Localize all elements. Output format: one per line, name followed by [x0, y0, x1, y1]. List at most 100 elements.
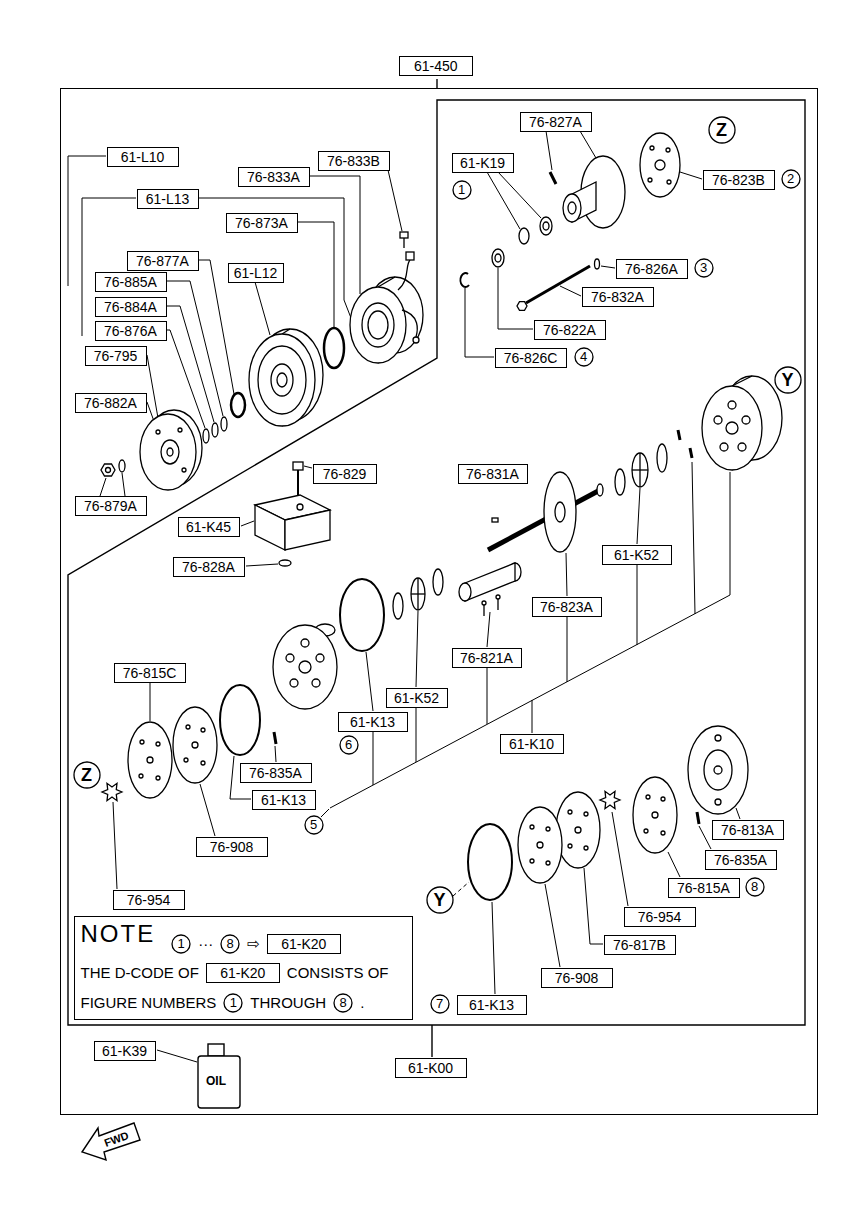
part-code-box: 61-K10 [500, 734, 564, 754]
valve-part [715, 799, 721, 805]
callout-number: 8 [333, 993, 353, 1013]
front-head-part [495, 254, 501, 262]
reference-letter: Y [426, 886, 454, 914]
valve-part [156, 742, 160, 746]
compressor-part [690, 448, 692, 458]
leader-line [246, 564, 278, 566]
leader-line [100, 478, 106, 496]
part-code-box: 61-L12 [228, 263, 284, 283]
callout-number-text: 3 [700, 261, 707, 274]
leader-line [167, 306, 214, 422]
part-code: 76-827A [529, 115, 582, 129]
compressor-part [301, 639, 309, 647]
oil-can [208, 1044, 224, 1056]
part-code-box: 76-832A [582, 287, 654, 307]
part-code-box: 76-954 [624, 907, 696, 927]
callout-number: 1 [452, 180, 472, 200]
part-code: 61-K20 [220, 966, 265, 980]
callout-number: 2 [781, 169, 801, 189]
part-code-box: 76-795 [85, 346, 147, 366]
front-head-part [667, 180, 671, 184]
valve-part [661, 831, 665, 835]
leader-line [465, 288, 494, 357]
part-code-box: 76-873A [226, 213, 298, 233]
compressor-part [340, 579, 384, 651]
assembly-code: 61-450 [399, 56, 473, 76]
callout-number: 5 [304, 815, 324, 835]
clutch-part [167, 448, 173, 456]
part-code-box: 76-879A [75, 496, 147, 516]
callout-circle [695, 259, 713, 277]
valve-part [537, 842, 543, 848]
part-code: 76-835A [249, 766, 302, 780]
forward-arrow [82, 1123, 140, 1160]
compressor-part [459, 583, 471, 601]
part-code: 61-K45 [186, 520, 231, 534]
front-head-part [563, 194, 581, 222]
front-head-part [648, 178, 652, 182]
clutch-part [178, 428, 182, 432]
note-text: ⇨ [247, 935, 260, 953]
front-head-part [540, 217, 552, 235]
valve-part [704, 750, 732, 790]
valve-part [646, 795, 650, 799]
leader-line [255, 282, 270, 335]
part-code: 61-K10 [509, 737, 554, 751]
leader-line [637, 564, 638, 645]
leader-line [560, 286, 581, 296]
callout-circle [453, 181, 471, 199]
part-code: 76-826C [504, 351, 558, 365]
front-head-part [526, 266, 590, 303]
part-code-box: 61-K45 [178, 517, 240, 537]
callout-circle [334, 994, 352, 1012]
leader-line [601, 266, 615, 268]
part-code: 76-823A [540, 600, 593, 614]
valve-part [173, 707, 217, 783]
compressor-part [726, 422, 738, 434]
leader-line [612, 812, 628, 906]
compressor-part [728, 401, 736, 409]
part-code: 61-K13 [469, 998, 514, 1012]
front-head-part [650, 146, 654, 150]
clutch-part [161, 440, 179, 464]
note-box: NOTE···⇨THE D-CODE OFCONSISTS OFFIGURE N… [74, 916, 413, 1020]
part-code-box: 61-K19 [452, 153, 514, 173]
callout-circle [427, 887, 453, 913]
valve-part [584, 812, 588, 816]
compressor-part [465, 563, 515, 601]
reference-letter-text: Z [81, 766, 92, 784]
valve-part [715, 735, 721, 741]
leader-line [241, 521, 254, 526]
clutch-part [231, 393, 245, 417]
callout-circle [74, 762, 100, 788]
callout-circle [172, 935, 190, 953]
callout-circle [746, 878, 764, 896]
valve-part [530, 859, 534, 863]
valve-part [186, 725, 190, 729]
valve-part [274, 732, 276, 744]
compressor-part [293, 462, 303, 470]
leader-line [68, 131, 740, 1062]
part-code-box: 61-K39 [94, 1041, 156, 1061]
compressor-part [657, 444, 667, 472]
leader-line [546, 131, 552, 170]
compressor-part [312, 679, 320, 687]
leader-line [545, 884, 560, 967]
compressor-part [273, 625, 337, 709]
valve-part [518, 807, 562, 883]
part-code-box: 76-826A [616, 259, 688, 279]
compressor-part [290, 679, 298, 687]
compressor-part [483, 604, 484, 616]
front-head-part [595, 259, 600, 269]
leader-line [453, 882, 469, 896]
part-code: 61-K00 [408, 1061, 453, 1075]
part-code: 76-882A [84, 396, 137, 410]
valve-part [156, 776, 160, 780]
part-code-box: 76-831A [458, 464, 528, 484]
callout-number: 8 [220, 934, 240, 954]
valve-part [714, 766, 722, 774]
callout-number-text: 1 [230, 996, 237, 1009]
valve-part [201, 728, 205, 732]
clutch-part [403, 238, 404, 248]
clutch-part [406, 252, 414, 260]
